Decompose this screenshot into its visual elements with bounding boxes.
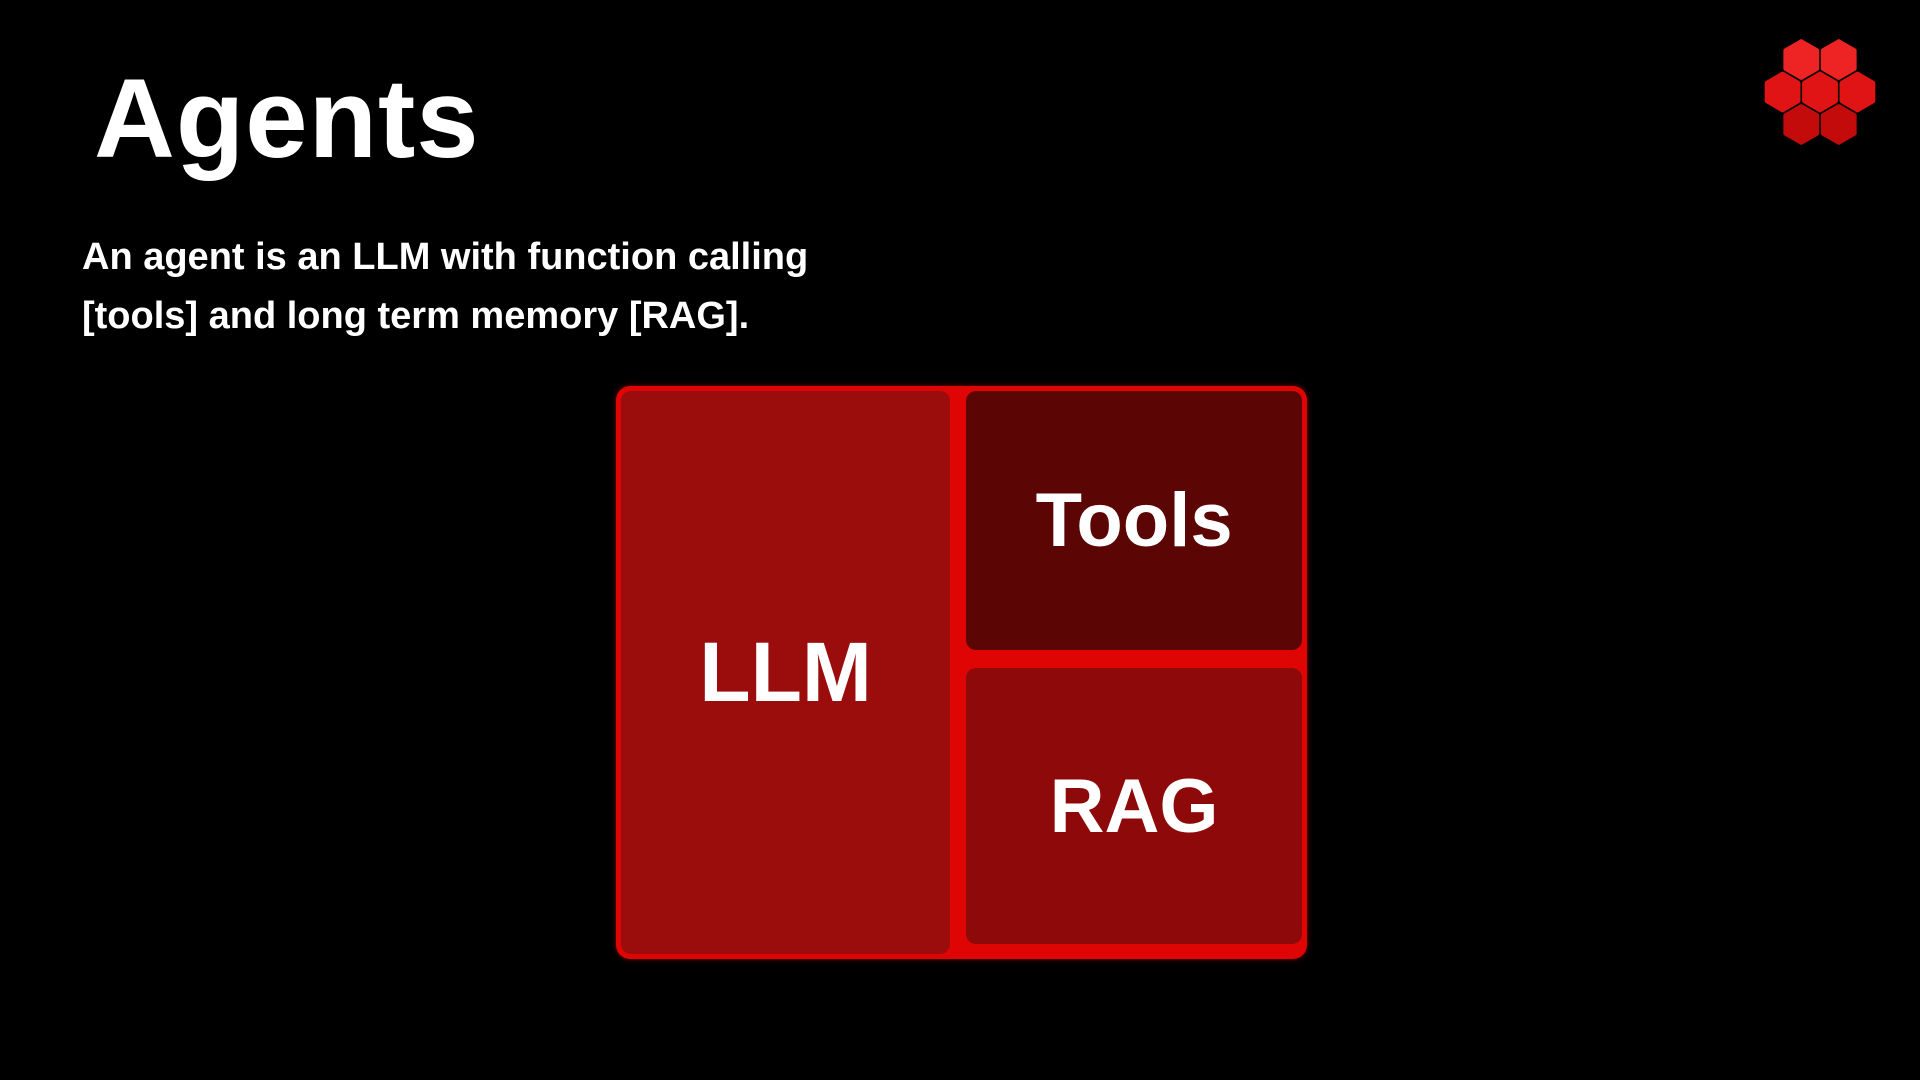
agent-diagram: LLM Tools RAG xyxy=(616,386,1307,959)
tools-box: Tools xyxy=(966,391,1302,651)
slide-title: Agents xyxy=(94,56,480,181)
tools-label: Tools xyxy=(1035,478,1233,564)
subtitle-line-1: An agent is an LLM with function calling xyxy=(82,236,809,278)
slide-subtitle: An agent is an LLM with function calling… xyxy=(82,228,808,346)
hexagon-cluster-icon xyxy=(1764,39,1876,145)
subtitle-line-2: [tools] and long term memory [RAG]. xyxy=(82,294,750,337)
rag-label: RAG xyxy=(1049,763,1219,849)
llm-box: LLM xyxy=(621,391,951,954)
diagram-right-column: Tools RAG xyxy=(966,391,1302,954)
rag-box: RAG xyxy=(966,668,1302,944)
llm-label: LLM xyxy=(699,625,872,719)
